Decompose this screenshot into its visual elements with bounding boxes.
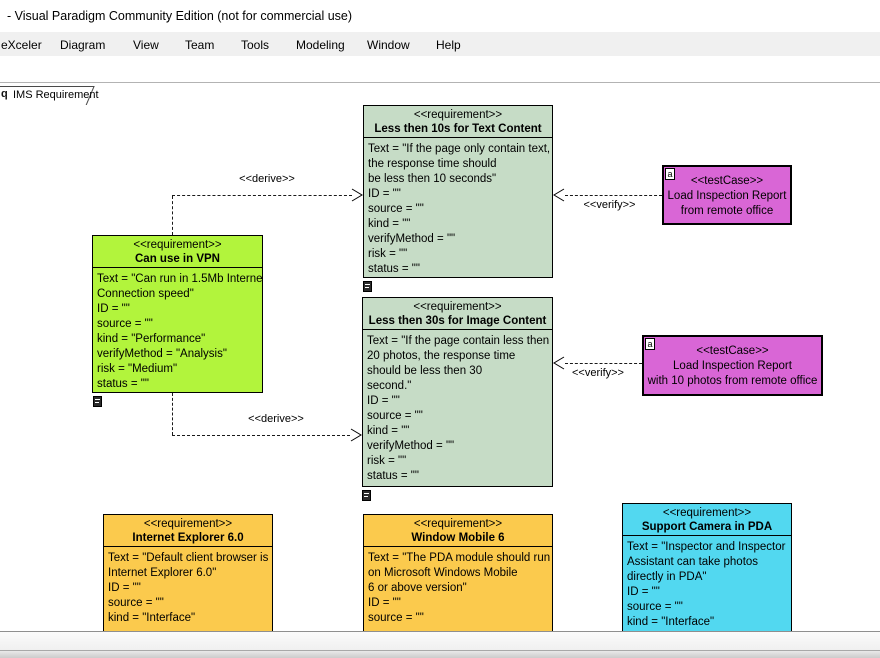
derive-connector-1-segment[interactable]: [172, 196, 173, 235]
verify-label[interactable]: <<verify>>: [572, 367, 624, 379]
node-attributes: Text = "Inspector and Inspector Assistan…: [627, 541, 786, 628]
stereotype-label: <<requirement>>: [143, 518, 233, 530]
requirement-node-support-camera-in-pda[interactable]: <<requirement>> Support Camera in PDA Te…: [622, 503, 792, 631]
derive-connector-2-segment[interactable]: [172, 393, 173, 435]
requirement-node-window-mobile-6[interactable]: <<requirement>> Window Mobile 6 Text = "…: [363, 514, 553, 631]
menu-item-modeling[interactable]: Modeling: [296, 38, 345, 52]
requirement-node-internet-explorer-60[interactable]: <<requirement>> Internet Explorer 6.0 Te…: [103, 514, 273, 631]
node-header: <<requirement>> Support Camera in PDA: [623, 504, 791, 536]
status-strip: [0, 632, 880, 650]
requirement-diagram-icon: q: [1, 88, 8, 100]
stereotype-label: <<requirement>>: [413, 109, 503, 121]
menubar: eXceler Diagram View Team Tools Modeling…: [0, 32, 880, 56]
requirement-node-less-then-30s[interactable]: <<requirement>> Less then 30s for Image …: [362, 297, 553, 487]
menu-item-view[interactable]: View: [133, 38, 159, 52]
testcase-text: Load Inspection Report from remote offic…: [667, 190, 787, 217]
menu-item-help[interactable]: Help: [436, 38, 461, 52]
documentation-note-icon: [362, 490, 371, 501]
stereotype-label: <<requirement>>: [662, 507, 752, 519]
tabrow-divider: [0, 82, 880, 83]
menu-item-diagram[interactable]: Diagram: [60, 38, 106, 52]
node-attributes: Text = "The PDA module should run on Mic…: [368, 552, 551, 624]
documentation-note-icon: [93, 396, 102, 407]
node-title: Less then 30s for Image Content: [368, 315, 547, 327]
verify-connector-1-segment[interactable]: [565, 195, 662, 196]
bottom-bar: [0, 650, 880, 658]
node-header: <<requirement>> Can use in VPN: [93, 236, 262, 268]
testcase-node-load-inspection-report[interactable]: a <<testCase>> Load Inspection Report fr…: [662, 165, 792, 225]
node-title: Internet Explorer 6.0: [132, 532, 244, 544]
open-arrowhead-right-icon: [350, 428, 362, 442]
open-arrowhead-left-icon: [553, 356, 565, 370]
menu-item-window[interactable]: Window: [367, 38, 410, 52]
node-title: Can use in VPN: [135, 253, 220, 265]
open-arrowhead-right-icon: [351, 188, 363, 202]
diagram-canvas[interactable]: <<requirement>> Less then 10s for Text C…: [0, 105, 880, 631]
node-header: <<requirement>> Window Mobile 6: [364, 515, 552, 547]
requirement-node-can-use-in-vpn[interactable]: <<requirement>> Can use in VPN Text = "C…: [92, 235, 263, 393]
node-title: Window Mobile 6: [411, 532, 505, 544]
documentation-note-icon: [363, 281, 372, 292]
node-title: Support Camera in PDA: [641, 521, 773, 533]
node-header: <<requirement>> Less then 10s for Text C…: [364, 106, 552, 138]
menu-item-tools[interactable]: Tools: [241, 38, 270, 52]
stereotype-label: <<requirement>>: [413, 301, 502, 313]
canvas-bottom-divider: [0, 631, 880, 632]
derive-label[interactable]: <<derive>>: [248, 413, 304, 425]
testcase-node-load-inspection-report-10-photos[interactable]: a <<testCase>> Load Inspection Report wi…: [642, 335, 823, 396]
requirement-node-less-then-10s[interactable]: <<requirement>> Less then 10s for Text C…: [363, 105, 553, 278]
annotation-a-badge: a: [645, 338, 655, 350]
node-header: <<requirement>> Internet Explorer 6.0: [104, 515, 272, 547]
stereotype-label: <<requirement>>: [413, 518, 503, 530]
verify-connector-2-segment[interactable]: [565, 363, 642, 364]
testcase-text: Load Inspection Report with 10 photos fr…: [647, 360, 818, 387]
node-attributes: Text = "Default client browser is Intern…: [108, 552, 269, 624]
stereotype-label: <<testCase>>: [690, 175, 764, 187]
menu-item-team[interactable]: Team: [185, 38, 215, 52]
menu-item-exceler[interactable]: eXceler: [1, 38, 42, 52]
node-title: Less then 10s for Text Content: [374, 123, 542, 135]
diagram-tab-ims-requirement[interactable]: q IMS Requirement: [0, 86, 100, 106]
stereotype-label: <<requirement>>: [133, 239, 222, 251]
open-arrowhead-left-icon: [553, 188, 565, 202]
verify-label[interactable]: <<verify>>: [583, 199, 636, 211]
titlebar: - Visual Paradigm Community Edition (not…: [0, 0, 880, 32]
derive-connector-1-segment[interactable]: [172, 195, 352, 196]
node-attributes: Text = "Can run in 1.5Mb Internet Connec…: [97, 273, 262, 390]
node-header: <<requirement>> Less then 30s for Image …: [363, 298, 552, 330]
annotation-a-badge: a: [665, 168, 675, 180]
stereotype-label: <<testCase>>: [696, 345, 769, 357]
window-title: - Visual Paradigm Community Edition (not…: [7, 9, 353, 23]
derive-label[interactable]: <<derive>>: [239, 173, 295, 185]
tab-label: IMS Requirement: [13, 89, 99, 101]
node-attributes: Text = "If the page contain less then 20…: [367, 335, 550, 482]
node-attributes: Text = "If the page only contain text, t…: [368, 143, 551, 275]
derive-connector-2-segment[interactable]: [172, 435, 350, 436]
